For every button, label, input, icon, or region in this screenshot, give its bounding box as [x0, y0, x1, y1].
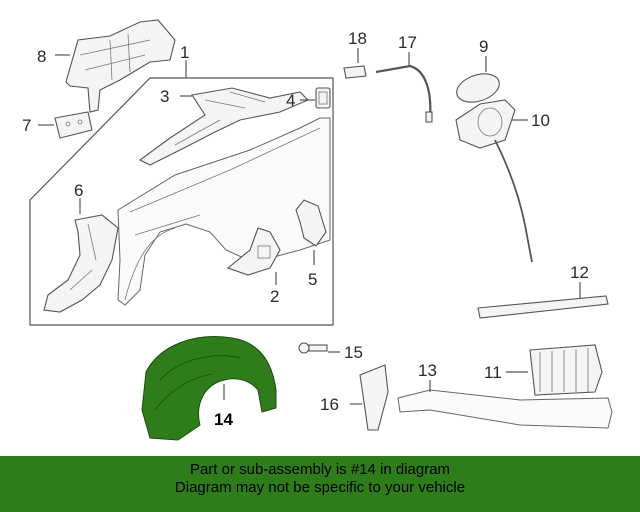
callout-10: 10	[531, 111, 550, 130]
part-16-bracket[interactable]	[359, 364, 389, 431]
banner-line-1: Part or sub-assembly is #14 in diagram	[189, 461, 451, 478]
notice-banner: Part or sub-assembly is #14 in diagram D…	[0, 456, 640, 512]
callout-13: 13	[418, 361, 437, 380]
callout-9: 9	[479, 37, 488, 56]
part-13-sill-panel[interactable]	[397, 389, 613, 429]
callout-15: 15	[344, 343, 363, 362]
part-14-wheel-liner[interactable]	[141, 336, 277, 441]
callout-11: 11	[484, 363, 502, 382]
banner-line-2: Diagram may not be specific to your vehi…	[174, 479, 466, 496]
callout-8: 8	[37, 47, 46, 66]
part-12-trim-strip[interactable]	[477, 295, 609, 319]
callout-14: 14	[214, 410, 233, 429]
part-15-bolt[interactable]	[298, 342, 328, 354]
part-1-quarter-panel[interactable]	[117, 117, 331, 306]
part-17-cable[interactable]	[375, 64, 433, 123]
callout-3: 3	[160, 87, 169, 106]
part-18-pad[interactable]	[343, 65, 367, 79]
callout-2: 2	[270, 287, 279, 306]
assembly-outline	[29, 77, 334, 326]
callout-12: 12	[570, 263, 589, 282]
callout-7: 7	[22, 116, 31, 135]
part-11-vent-grille[interactable]	[529, 344, 603, 396]
callout-1: 1	[180, 43, 189, 62]
callout-18: 18	[348, 29, 367, 48]
part-3-rail[interactable]	[138, 87, 309, 166]
part-4-clip[interactable]	[315, 87, 331, 109]
part-8-bracket[interactable]	[65, 19, 176, 113]
part-6-arch-liner[interactable]	[43, 214, 119, 313]
part-7-plate[interactable]	[54, 111, 93, 139]
exploded-parts-diagram: 8 7 1 3 4	[22, 19, 613, 441]
part-9-fuel-door[interactable]	[453, 69, 503, 107]
part-2-bracket[interactable]	[226, 227, 281, 276]
callout-6: 6	[74, 181, 83, 200]
callout-4: 4	[286, 91, 295, 110]
callout-5: 5	[308, 270, 317, 289]
part-10-fuel-housing[interactable]	[455, 99, 533, 263]
callout-17: 17	[398, 33, 417, 52]
part-5-bracket[interactable]	[295, 199, 327, 247]
callout-16: 16	[320, 395, 339, 414]
